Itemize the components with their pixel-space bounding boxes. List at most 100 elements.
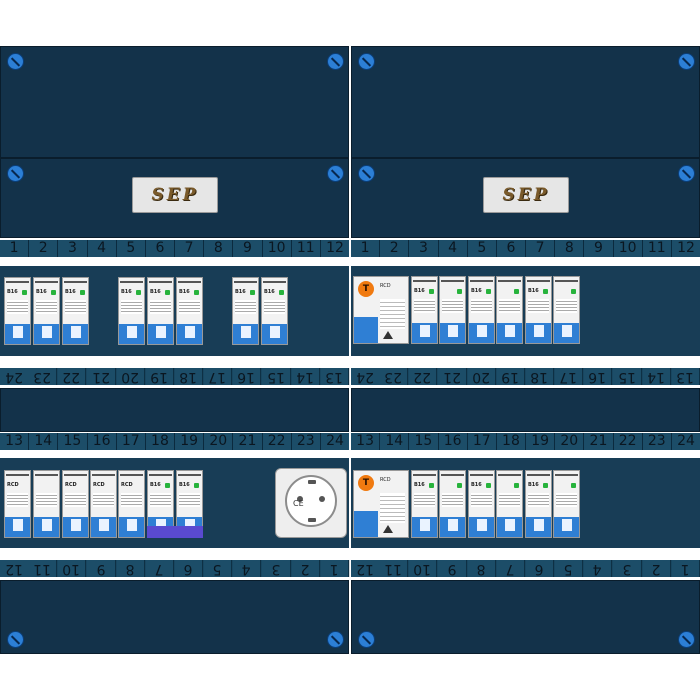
circuit-breaker[interactable]: B16 <box>33 277 60 345</box>
slot-number: 15 <box>408 433 437 450</box>
slot-number: 4 <box>232 560 262 577</box>
slot-number: 7 <box>525 240 554 257</box>
warning-icon <box>383 525 393 533</box>
slot-number: 21 <box>437 368 467 385</box>
rcd-switch[interactable]: T RCD <box>353 276 409 344</box>
right-logo-cover: SEP <box>351 158 700 238</box>
slot-number: 7 <box>174 240 203 257</box>
slot-number: 20 <box>554 433 583 450</box>
slot-number: 24 <box>356 369 374 385</box>
slot-number: 17 <box>203 368 233 385</box>
circuit-breaker[interactable]: B16 <box>147 277 174 345</box>
circuit-breaker[interactable]: B16 <box>468 470 495 538</box>
slot-number: 13 <box>319 368 350 385</box>
circuit-breaker[interactable]: B16 <box>468 276 495 344</box>
circuit-breaker[interactable]: B16 <box>4 277 31 345</box>
rcbo-breaker[interactable]: RCD <box>62 470 89 538</box>
slot-number: 21 <box>232 433 261 450</box>
slot-number: 19 <box>144 368 175 385</box>
slot-number: 11 <box>28 560 58 577</box>
slot-number: 9 <box>232 240 261 257</box>
slot-number: 3 <box>57 240 86 257</box>
circuit-breaker[interactable] <box>496 470 523 538</box>
right-middle-cover <box>351 388 700 432</box>
circuit-breaker[interactable] <box>496 276 523 344</box>
circuit-breaker[interactable]: B16 <box>261 277 288 345</box>
screw-icon <box>7 53 24 70</box>
slot-number: 5 <box>115 240 145 257</box>
slot-number: 6 <box>144 240 174 257</box>
circuit-breaker[interactable]: B16 <box>232 277 259 345</box>
slot-number: 20 <box>466 368 496 385</box>
left-din-rail-2: RCD RCD RCD RCD B16 B16 CE <box>0 458 349 548</box>
slot-number: 8 <box>115 560 145 577</box>
slot-number: 1 <box>319 560 350 577</box>
circuit-breaker[interactable] <box>439 276 466 344</box>
test-button[interactable]: T <box>358 475 374 491</box>
slot-number: 10 <box>408 560 438 577</box>
circuit-breaker[interactable]: B16 <box>118 277 145 345</box>
slot-number: 15 <box>57 433 86 450</box>
circuit-breaker[interactable] <box>439 470 466 538</box>
left-middle-cover <box>0 388 349 432</box>
main-switch[interactable] <box>33 470 60 538</box>
slot-number: 6 <box>525 560 555 577</box>
slot-number: 9 <box>583 240 612 257</box>
left-number-strip-1: 1 2 3 4 5 6 7 8 9 10 11 12 <box>0 240 349 257</box>
circuit-breaker[interactable]: B16 <box>525 470 552 538</box>
slot-number: 21 <box>86 368 116 385</box>
main-switch[interactable]: RCD <box>4 470 31 538</box>
slot-number: 23 <box>641 433 671 450</box>
rcbo-breaker[interactable]: RCD <box>90 470 117 538</box>
slot-number: 23 <box>28 368 58 385</box>
slot-number: 24 <box>670 433 700 450</box>
rcd-switch[interactable]: T RCD <box>353 470 409 538</box>
screw-icon <box>358 53 375 70</box>
screw-icon <box>678 631 695 648</box>
right-bottom-cover <box>351 580 700 654</box>
circuit-breaker[interactable]: B16 <box>176 277 203 345</box>
circuit-breaker[interactable] <box>553 276 580 344</box>
right-number-strip-4: 12 11 10 9 8 7 6 5 4 3 2 1 <box>351 560 700 577</box>
slot-number: 9 <box>437 560 467 577</box>
left-number-strip-4: 12 11 10 9 8 7 6 5 4 3 2 1 <box>0 560 350 577</box>
slot-number: 11 <box>641 240 671 257</box>
slot-number: 12 <box>356 561 374 577</box>
screw-icon <box>7 631 24 648</box>
slot-number: 24 <box>319 433 349 450</box>
slot-number: 14 <box>290 368 320 385</box>
din-socket[interactable]: CE <box>275 468 347 538</box>
right-number-strip-1: 1 2 3 4 5 6 7 8 9 10 11 12 <box>351 240 700 257</box>
slot-number: 6 <box>495 240 525 257</box>
slot-number: 2 <box>379 240 408 257</box>
slot-number: 18 <box>144 433 174 450</box>
slot-number: 13 <box>670 368 700 385</box>
slot-number: 17 <box>554 368 584 385</box>
slot-number: 19 <box>174 433 203 450</box>
slot-number: 16 <box>437 433 467 450</box>
slot-number: 16 <box>86 433 116 450</box>
circuit-breaker[interactable]: B16 <box>62 277 89 345</box>
screw-icon <box>327 53 344 70</box>
circuit-breaker[interactable]: B16 <box>411 470 438 538</box>
circuit-breaker[interactable]: B16 <box>525 276 552 344</box>
screw-icon <box>358 631 375 648</box>
slot-number: 17 <box>115 433 145 450</box>
slot-number: 12 <box>670 240 700 257</box>
slot-number: 23 <box>379 368 409 385</box>
slot-number: 13 <box>5 433 23 449</box>
right-top-cover <box>351 46 700 158</box>
slot-number: 24 <box>5 369 23 385</box>
circuit-breaker[interactable] <box>553 470 580 538</box>
slot-number: 2 <box>28 240 57 257</box>
rcbo-breaker[interactable]: RCD <box>118 470 145 538</box>
slot-number: 1 <box>670 560 700 577</box>
slot-number: 10 <box>612 240 642 257</box>
slot-number: 8 <box>554 240 583 257</box>
test-button[interactable]: T <box>358 281 374 297</box>
slot-number: 15 <box>612 368 642 385</box>
brand-logo: SEP <box>502 185 550 205</box>
circuit-breaker[interactable]: B16 <box>411 276 438 344</box>
slot-number: 7 <box>144 560 175 577</box>
slot-number: 2 <box>290 560 320 577</box>
